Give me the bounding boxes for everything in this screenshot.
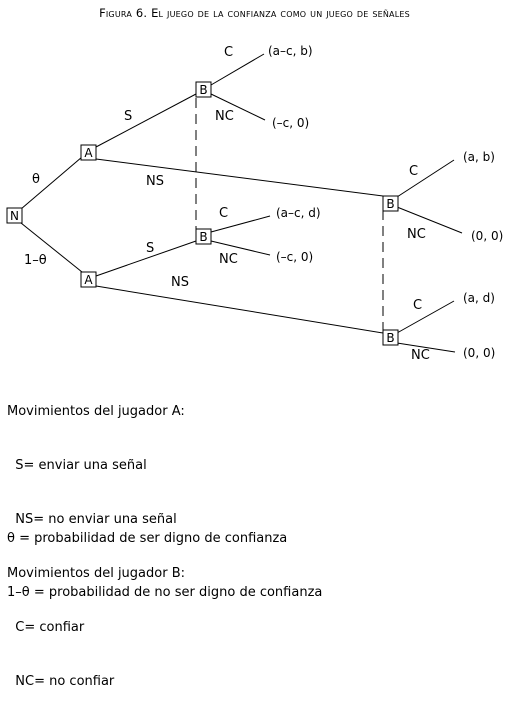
branch-label-nc3: NC bbox=[407, 227, 426, 242]
payoff-7: (a, d) bbox=[463, 291, 495, 305]
edge-b2-c bbox=[210, 215, 271, 233]
branch-label-c4: C bbox=[413, 298, 422, 313]
legend-moves-a-heading: Movimientos del jugador A: bbox=[7, 404, 185, 419]
game-tree: N A A B B B B θ 1–θ S NS S NS C NC C NC … bbox=[6, 44, 503, 363]
node-label-a-top: A bbox=[84, 146, 93, 160]
node-label-b4: B bbox=[386, 331, 394, 345]
branch-label-s-top: S bbox=[124, 109, 132, 124]
node-label-nature: N bbox=[10, 209, 19, 223]
edge-b1-c bbox=[210, 53, 265, 86]
edge-b3-c bbox=[396, 159, 455, 198]
node-label-b3: B bbox=[386, 197, 394, 211]
edge-a-top-ns bbox=[95, 158, 384, 197]
payoff-1: (a–c, b) bbox=[268, 44, 313, 58]
branch-label-c2: C bbox=[219, 206, 228, 221]
node-label-b1: B bbox=[199, 83, 207, 97]
legend-c-definition: C= confiar bbox=[7, 620, 85, 635]
node-box-b2 bbox=[195, 228, 212, 245]
legend-theta-definition: θ = probabilidad de ser digno de confian… bbox=[7, 531, 288, 546]
node-box-a-top bbox=[80, 144, 97, 161]
branch-label-nc1: NC bbox=[215, 109, 234, 124]
node-box-b1 bbox=[195, 81, 212, 98]
branch-label-c3: C bbox=[409, 164, 418, 179]
payoff-4: (–c, 0) bbox=[276, 250, 313, 264]
figure-title: Figura 6. El juego de la confianza como … bbox=[99, 6, 410, 20]
payoff-5: (a, b) bbox=[463, 150, 495, 164]
node-label-a-bottom: A bbox=[84, 273, 93, 287]
node-box-nature bbox=[6, 207, 23, 224]
branch-label-theta: θ bbox=[32, 172, 40, 187]
legend-one-minus-theta-definition: 1–θ = probabilidad de no ser digno de co… bbox=[7, 585, 323, 600]
edge-b1-nc bbox=[210, 93, 266, 121]
edge-a-bottom-ns bbox=[95, 285, 384, 334]
legend-probabilities: θ = probabilidad de ser digno de confian… bbox=[7, 494, 322, 620]
branch-label-ns-top: NS bbox=[146, 174, 164, 189]
branch-label-ns-bottom: NS bbox=[171, 275, 189, 290]
legend-s-definition: S= enviar una señal bbox=[7, 458, 147, 473]
branch-label-c1: C bbox=[224, 45, 233, 60]
payoff-6: (0, 0) bbox=[471, 229, 503, 243]
node-label-b2: B bbox=[199, 230, 207, 244]
branch-label-s-bottom: S bbox=[146, 241, 154, 256]
payoff-2: (–c, 0) bbox=[272, 116, 309, 130]
branch-label-nc2: NC bbox=[219, 252, 238, 267]
payoff-3: (a–c, d) bbox=[276, 206, 321, 220]
edge-a-top-s bbox=[95, 93, 197, 148]
node-box-b3 bbox=[382, 195, 399, 212]
legend-ns-definition: NS= no enviar una señal bbox=[7, 512, 177, 527]
node-box-b4 bbox=[382, 329, 399, 346]
edge-a-bottom-s bbox=[95, 240, 197, 277]
legend-nc-definition: NC= no confiar bbox=[7, 674, 115, 689]
edge-b4-c bbox=[396, 300, 455, 334]
edge-b3-nc bbox=[396, 206, 463, 234]
branch-label-nc4: NC bbox=[411, 348, 430, 363]
edge-n-a-bottom bbox=[20, 222, 83, 273]
edge-b4-nc bbox=[396, 342, 456, 353]
payoff-8: (0, 0) bbox=[463, 346, 495, 360]
edge-b2-nc bbox=[210, 240, 271, 256]
branch-label-one-minus-theta: 1–θ bbox=[24, 253, 47, 268]
node-box-a-bottom bbox=[80, 271, 97, 288]
edge-n-a-top bbox=[20, 156, 83, 210]
